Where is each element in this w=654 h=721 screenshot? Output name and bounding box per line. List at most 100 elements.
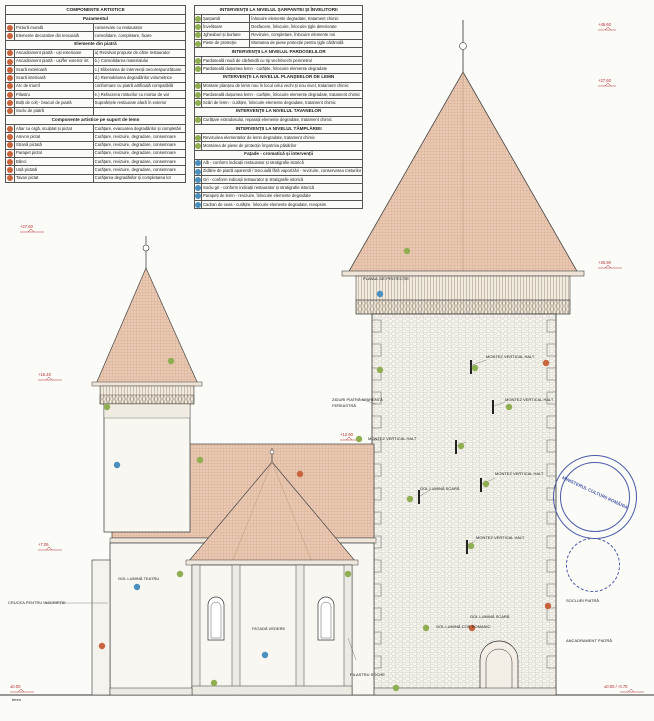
- legend-row-label: Parapet pictat: [14, 148, 94, 159]
- legend-row-label: Jgheaburi și burlane: [200, 30, 251, 40]
- apse: [185, 448, 359, 696]
- legend-row-note: [92, 106, 187, 116]
- legend-section-heading: INTERVENȚII LA NIVELUL PLANȘEELOR DE LEM…: [193, 72, 364, 83]
- level-church-ridge: +12.90: [340, 432, 353, 437]
- legend-row-note: a) Rezolvat propuse de către restaurator: [92, 48, 187, 58]
- legend-row-label: Montarea de piese de protecție împotriva…: [200, 141, 364, 151]
- legend-row-label: Pilastru: [14, 90, 94, 100]
- legend-artistic-components: COMPONENTE ARTISTICE Paramentul Pictură …: [5, 5, 187, 184]
- legend-row-label: Pardoseală nouă de cărămidă cu tip vechi…: [200, 56, 364, 66]
- level-small-tower-top: +27.60: [20, 224, 33, 229]
- legend-section-heading: Fațade - cromatică și intervenții: [193, 149, 364, 160]
- legend-row-note: Desfacere, înlocuire, înlocuire țigle de…: [249, 22, 364, 32]
- label-tower-stone: ZIDURI PIATRĂ APARENTĂ: [332, 397, 383, 402]
- legend-row-label: Elemente decorative din tencuială: [14, 31, 94, 41]
- legend-section-heading: Paramentul: [5, 14, 186, 24]
- label-right-base: SOCLURI PIATRĂ: [566, 598, 600, 603]
- label-inscription: CRUCEA PENTRU INSCRIPȚIE: [8, 600, 66, 605]
- legend-row-label: Scară exterioară: [14, 65, 94, 75]
- legend-row-note: b.) Consolidarea materialului: [92, 56, 187, 67]
- legend-row-note: Curățare, revizuire, degradare, consemna…: [92, 148, 187, 159]
- label-wood-beam: MONTEZ VERTICAL HALT: [486, 354, 535, 359]
- legend-row-label: Ancadrament piatră - uși exterioare: [14, 48, 94, 58]
- legend-row-label: Tavan pictat: [14, 173, 94, 184]
- legend-row-label: Bănci: [14, 157, 94, 167]
- label-roof-edge: PLANUL DE PROTECȚIE: [363, 276, 410, 281]
- legend-section-heading: INTERVENȚII LA NIVELUL PARDOSELILOR: [193, 47, 364, 58]
- level-tower-top: +45.60: [598, 22, 611, 27]
- legend-section-heading: Componente artistice pe suport de lemn: [5, 114, 186, 125]
- legend-row-label: Pardoseală dușumea lemn - curățire, înlo…: [200, 90, 364, 100]
- legend-title: COMPONENTE ARTISTICE: [5, 5, 186, 15]
- legend-row-label: Alb - conform indicații restaurator și s…: [200, 158, 364, 168]
- legend-row-note: Curățarea degradărilor și completarea lo…: [92, 173, 187, 184]
- level-ground: ±0.00: [10, 684, 21, 689]
- level-tower-cornice: +25.90: [598, 260, 611, 265]
- legend-row-label: Pardoseală dușumea lemn - curățire, înlo…: [200, 64, 364, 74]
- legend-row-note: Înlocuire elemente degradate, tratament …: [249, 13, 364, 24]
- small-tower: [91, 236, 203, 533]
- legend-interventions: INTERVENȚII LA NIVELUL ȘARPANTEI ȘI ÎNVE…: [193, 5, 364, 210]
- legend-row-note: Suprafețele restaurate afară în exterior: [92, 98, 187, 108]
- legend-row-label: Gri - conform indicații restaurator și s…: [200, 175, 364, 185]
- legend-row-label: Soclu gri - conform indicații restaurato…: [200, 183, 364, 193]
- label-stone-frame: GOL LUMINĂ COR ROMANIC: [436, 624, 491, 629]
- level-ground-right: ±0.00 / -0.70: [604, 684, 628, 689]
- label-wood-beam: MONTEZ VERTICAL HALT: [476, 535, 525, 540]
- label-stone-frame: GOL LUMINĂ SCARĂ: [470, 614, 510, 619]
- legend-row-label: Bolți de colț - bracuri de piatră: [14, 98, 94, 108]
- legend-row-note: consolidare, completare, fixare: [92, 31, 187, 41]
- label-small-window: FEREASTRĂ: [332, 403, 357, 408]
- level-church-cornice: +7.05: [38, 542, 49, 547]
- legend-row-label: Șarpantă: [200, 13, 251, 24]
- level-tower-roof: +27.60: [598, 78, 611, 83]
- legend-row-label: Arc de triumf: [14, 81, 94, 92]
- legend-row-label: Ușă pictată: [14, 165, 94, 175]
- legend-row-note: d.) Remodelarea degradărilor volumetrice: [92, 73, 187, 83]
- legend-row-label: Amvon pictat: [14, 132, 94, 142]
- legend-row-label: Curățare extradosului, reparații element…: [200, 115, 364, 125]
- legend-row-note: Curățare, revizuire, degradare, consemna…: [92, 157, 187, 167]
- legend-row-note: Revizuire, completare, înlocuire element…: [249, 30, 364, 40]
- approval-stamp: [566, 538, 620, 592]
- level-small-tower-cornice: +16.40: [38, 372, 51, 377]
- legend-row-note: Curățare, evacuarea degradărilor și comp…: [92, 123, 187, 134]
- legend-section-heading: INTERVENȚII LA NIVELUL TAVANELOR: [193, 106, 364, 117]
- legend-row-note: Curățare, revizuire, degradare, consemna…: [92, 165, 187, 175]
- legend-row-label: Scară interioară: [14, 73, 94, 83]
- legend-row-note: e.) Refacerea rosturilor cu mortar de va…: [92, 90, 187, 100]
- legend-row-label: Cadran de ceas - curățire, înlocuire ele…: [200, 200, 364, 210]
- label-facade: FAȚADĂ VEDERE: [252, 626, 286, 631]
- legend-row-note: Curățare, revizuire, degradare, consemna…: [92, 132, 187, 142]
- legend-row-label: Montare planșeu de lemn nou în locul cel…: [200, 81, 364, 92]
- legend-row-label: Pictură murală: [14, 22, 94, 33]
- legend-row-note: Curățare, revizuire, degradare, consemna…: [92, 140, 187, 150]
- legend-row-label: Învelitoare: [200, 22, 251, 32]
- label-ground: teren: [12, 697, 22, 702]
- bell-tower: [341, 20, 585, 696]
- label-wood-beam: MONTEZ VERTICAL HALT: [505, 397, 554, 402]
- label-stone-frame: GOL LUMINĂ TEATRU: [118, 576, 160, 581]
- legend-row-label: Zidărie de piatră aparentă / tencuială f…: [200, 166, 364, 177]
- legend-section-heading: INTERVENȚII LA NIVELUL TÂMPLĂRIEI: [193, 123, 364, 134]
- legend-section-heading: Elemente din piatră: [5, 39, 186, 50]
- label-wood-beam: MONTEZ VERTICAL HALT: [368, 436, 417, 441]
- legend-row-note: conservare cu restaurator: [92, 22, 187, 33]
- legend-row-label: Parapeți de lemn - revizuire, înlocuire …: [200, 191, 364, 202]
- legend-row-note: c.) Eliberarea de intervenții necorespun…: [92, 65, 187, 75]
- label-pilaster: PILASTRU SOCHE: [350, 672, 385, 677]
- legend-row-note: conformare cu piatră artificială compati…: [92, 81, 187, 92]
- legend-section-heading: INTERVENȚII LA NIVELUL ȘARPANTEI ȘI ÎNVE…: [193, 5, 364, 15]
- legend-row-label: Revizuirea elementelor de lemn degradate…: [200, 132, 364, 143]
- legend-row-label: Ancadrament piatră - uși/fer exterior in…: [14, 56, 94, 67]
- ministry-stamp: MINISTERUL CULTURII ROMÂNIA: [553, 455, 637, 539]
- label-stone-frame: GOL LUMINĂ SCARĂ: [420, 486, 460, 491]
- legend-row-label: Strană pictată: [14, 140, 94, 150]
- label-wood-beam: MONTEZ VERTICAL HALT: [495, 471, 544, 476]
- legend-row-note: Montarea de piese protecție pentru țigle…: [249, 38, 364, 49]
- legend-row-label: Piese de protecție: [200, 38, 251, 49]
- legend-row-label: Soclu de piatră: [14, 106, 94, 116]
- legend-row-label: Altar cu orgă, sculptat și pictat: [14, 123, 94, 134]
- legend-row-label: Scări de lemn - curățire, înlocuire elem…: [200, 98, 364, 108]
